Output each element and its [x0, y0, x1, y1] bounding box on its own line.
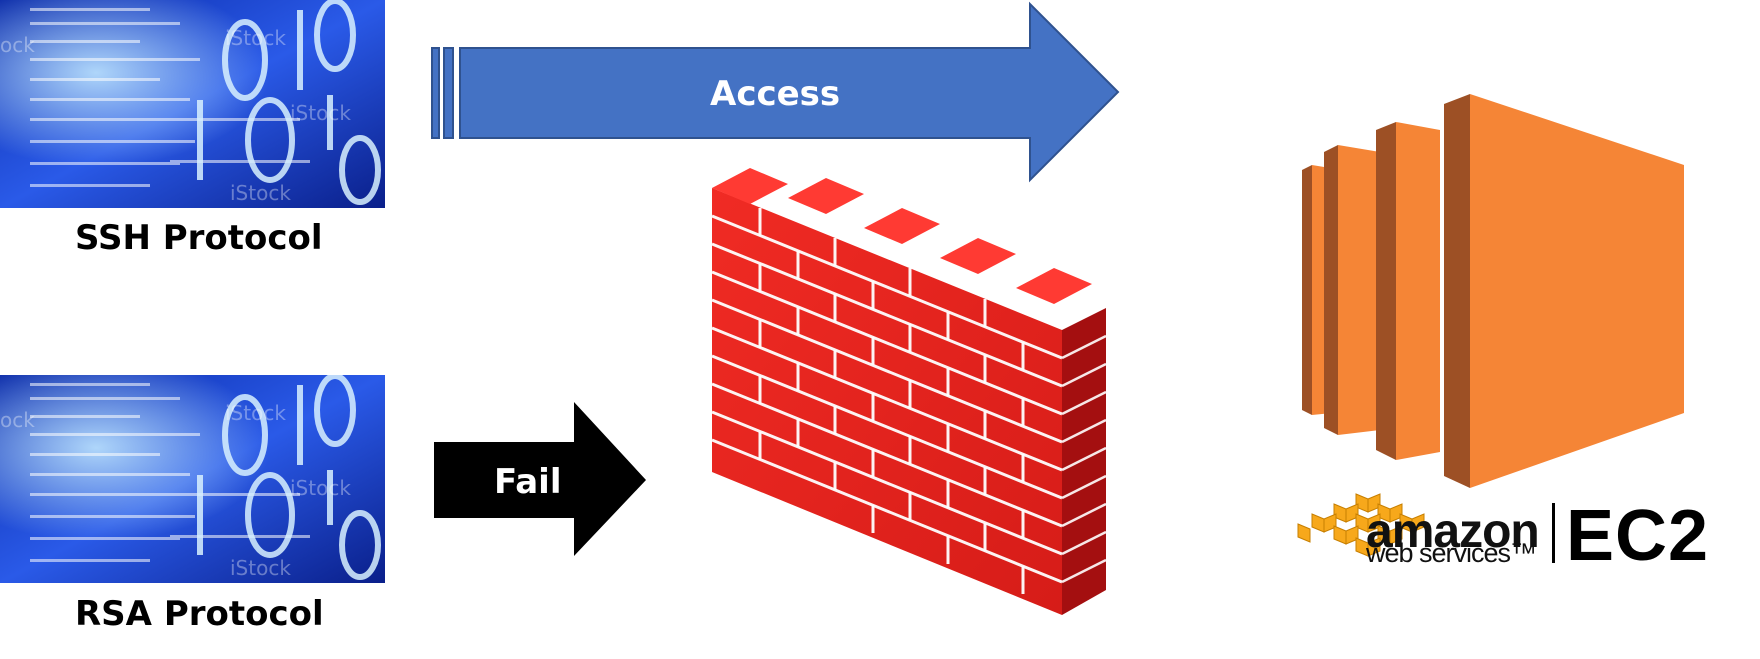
- brick-firewall: [711, 168, 1107, 615]
- fail-arrow-label: Fail: [494, 462, 562, 502]
- aws-logo-divider: [1552, 503, 1555, 563]
- access-arrow-label: Access: [710, 74, 841, 114]
- svg-text:ock: ock: [0, 408, 35, 432]
- ec2-product-label: EC2: [1566, 496, 1710, 576]
- svg-text:iStock: iStock: [290, 476, 351, 500]
- svg-text:ock: ock: [0, 33, 35, 57]
- ssh-protocol-caption: SSH Protocol: [75, 218, 323, 258]
- svg-text:iStock: iStock: [290, 101, 351, 125]
- fail-arrow: [434, 402, 646, 556]
- rsa-protocol-image: ock iStock iStock iStock: [0, 375, 385, 583]
- aws-brand-word: amazon: [1366, 505, 1540, 558]
- svg-text:iStock: iStock: [230, 181, 291, 205]
- svg-text:iStock: iStock: [230, 556, 291, 580]
- svg-text:iStock: iStock: [225, 26, 286, 50]
- aws-cubes-logo: [1297, 493, 1425, 557]
- aws-brand-sub: web services™: [1366, 538, 1537, 568]
- access-arrow: [431, 1, 1120, 183]
- rsa-protocol-caption: RSA Protocol: [75, 594, 324, 634]
- ec2-instance-icon: [1302, 94, 1684, 488]
- ssh-protocol-image: ock iStock iStock iStock: [0, 0, 385, 208]
- svg-text:iStock: iStock: [225, 401, 286, 425]
